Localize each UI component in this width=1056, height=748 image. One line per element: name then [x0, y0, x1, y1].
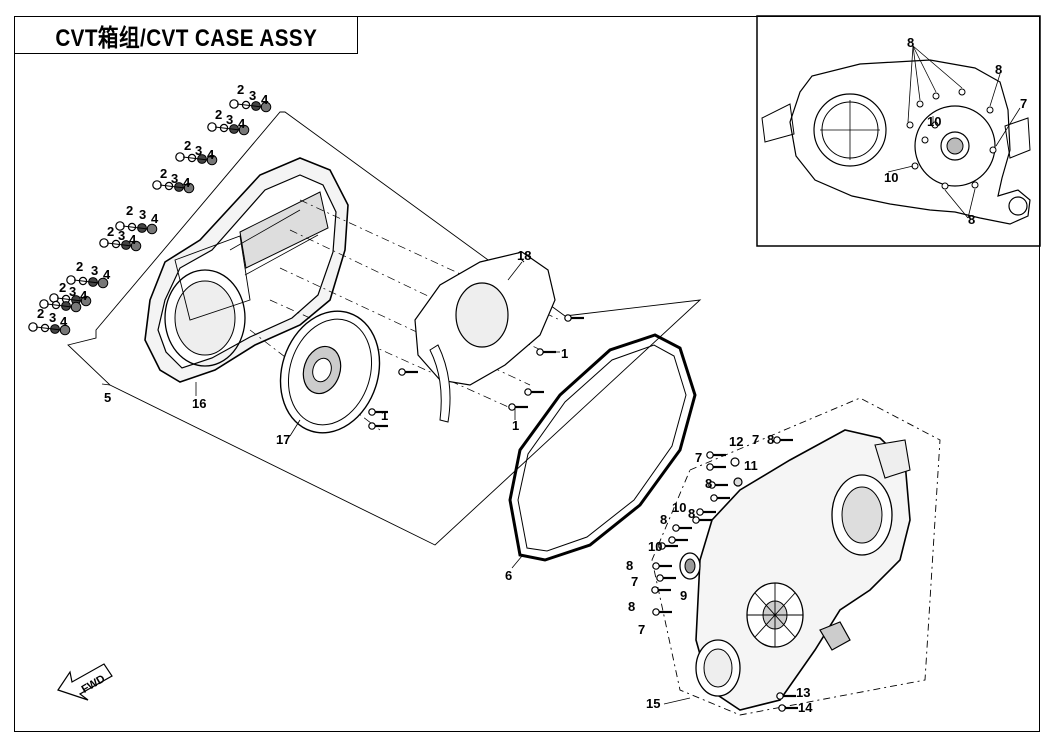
right-case-group: 7 8 12 11 7 8 10 8 8 10 8 7 8 7 9 13 14 … [626, 397, 941, 716]
svg-text:3: 3 [249, 88, 256, 103]
svg-text:3: 3 [171, 171, 178, 186]
page-title: CVT箱组/CVT CASE ASSY [54, 24, 318, 52]
drive-disc [279, 310, 381, 434]
svg-text:3: 3 [139, 207, 146, 222]
svg-text:4: 4 [129, 232, 137, 247]
svg-text:3: 3 [118, 228, 125, 243]
svg-text:2: 2 [107, 224, 114, 239]
svg-text:2: 2 [126, 203, 133, 218]
callout-8-inset-c: 8 [968, 212, 975, 227]
callout-7-b: 7 [695, 450, 702, 465]
callout-10-b: 10 [648, 539, 662, 554]
svg-text:4: 4 [238, 116, 246, 131]
inner-plate [414, 251, 556, 423]
inset-view: 8 8 7 10 10 8 [756, 15, 1041, 247]
callout-9: 9 [680, 588, 687, 603]
svg-text:2: 2 [215, 107, 222, 122]
callout-1-c: 1 [381, 408, 388, 423]
svg-text:2: 2 [59, 280, 66, 295]
svg-text:2: 2 [37, 306, 44, 321]
title-box: CVT箱组/CVT CASE ASSY [14, 16, 358, 54]
callout-8-inset-a: 8 [907, 35, 914, 50]
callout-14: 14 [798, 700, 813, 715]
callout-1-b: 1 [512, 418, 519, 433]
svg-text:4: 4 [103, 267, 111, 282]
drawing-frame [14, 16, 1040, 732]
svg-text:2: 2 [237, 82, 244, 97]
callout-12: 12 [729, 434, 743, 449]
callout-5: 5 [104, 390, 111, 405]
svg-text:3: 3 [49, 310, 56, 325]
callout-8-inset-b: 8 [995, 62, 1002, 77]
svg-text:3: 3 [226, 112, 233, 127]
callout-13: 13 [796, 685, 810, 700]
svg-text:3: 3 [195, 143, 202, 158]
svg-text:3: 3 [69, 284, 76, 299]
callout-11: 11 [744, 458, 758, 473]
svg-text:4: 4 [80, 288, 88, 303]
svg-text:4: 4 [183, 175, 191, 190]
callout-1-a: 1 [561, 346, 568, 361]
callout-15: 15 [646, 696, 660, 711]
cvt-outer-cover [144, 157, 349, 383]
callout-6: 6 [505, 568, 512, 583]
callout-7-a: 7 [752, 432, 759, 447]
svg-text:3: 3 [91, 263, 98, 278]
callout-8-e: 8 [626, 558, 633, 573]
svg-text:4: 4 [151, 211, 159, 226]
callout-8-c: 8 [688, 506, 695, 521]
callout-8-d: 8 [660, 512, 667, 527]
callout-18: 18 [517, 248, 531, 263]
svg-text:2: 2 [76, 259, 83, 274]
fwd-arrow-icon: FWD [57, 663, 113, 701]
callout-7-inset: 7 [1020, 96, 1027, 111]
callout-8-b: 8 [705, 476, 712, 491]
callout-17: 17 [276, 432, 290, 447]
callout-7-c: 7 [631, 574, 638, 589]
svg-text:4: 4 [60, 314, 68, 329]
svg-text:2: 2 [160, 166, 167, 181]
callout-10-a: 10 [672, 500, 686, 515]
svg-text:4: 4 [207, 147, 215, 162]
svg-text:2: 2 [184, 138, 191, 153]
callout-7-d: 7 [638, 622, 645, 637]
svg-text:4: 4 [261, 92, 269, 107]
callout-16: 16 [192, 396, 206, 411]
callout-8-a: 8 [767, 432, 774, 447]
cvt-gasket: 6 [505, 333, 697, 583]
callout-10-inset-a: 10 [927, 114, 941, 129]
callout-8-f: 8 [628, 599, 635, 614]
callout-10-inset-b: 10 [884, 170, 898, 185]
